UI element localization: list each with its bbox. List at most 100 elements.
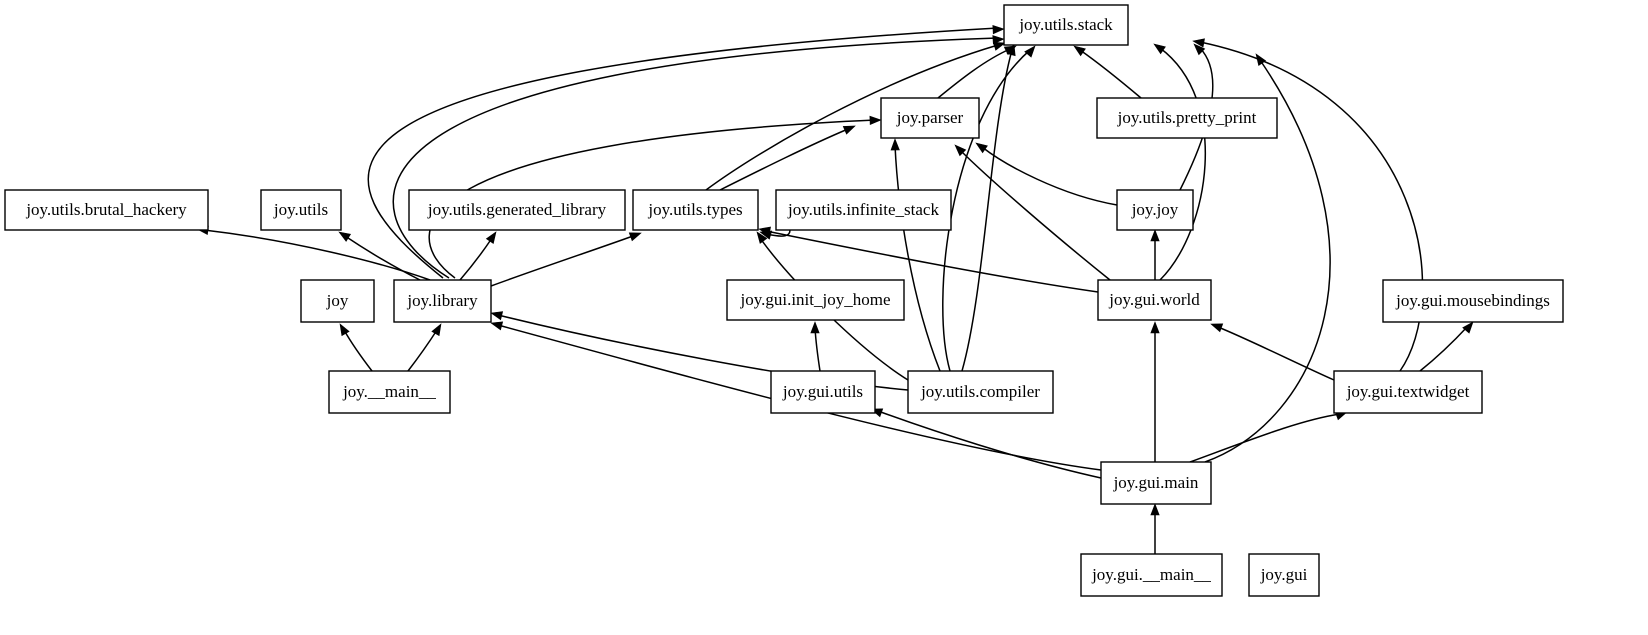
node-box[interactable]: [1080, 553, 1223, 597]
node-label: joy.gui.init_joy_home: [739, 290, 890, 309]
arrowhead-icon: [1150, 321, 1160, 334]
edge-line: [343, 329, 373, 372]
node-box[interactable]: [1333, 370, 1483, 414]
arrowhead-icon: [992, 35, 1005, 45]
node-box[interactable]: [1097, 279, 1212, 321]
node-label: joy.gui.world: [1108, 290, 1200, 309]
edge-textwidget-to-mousebind: [1419, 321, 1474, 372]
node-joy.__main__[interactable]: joy.__main__: [328, 370, 451, 414]
edge-guimain-to-world: [1150, 321, 1160, 463]
node-joy.utils.pretty_print[interactable]: joy.utils.pretty_print: [1096, 97, 1278, 139]
edge-world-to-types: [758, 226, 1099, 293]
node-joy.utils.infinite_stack[interactable]: joy.utils.infinite_stack: [775, 189, 952, 231]
edge-library-to-types: [490, 232, 642, 287]
node-label: joy.utils.compiler: [920, 382, 1040, 401]
edge-line: [719, 128, 849, 191]
node-box[interactable]: [770, 370, 876, 414]
node-box[interactable]: [1100, 461, 1212, 505]
node-label: joy.__main__: [342, 382, 436, 401]
edge-line: [959, 149, 1111, 281]
node-box[interactable]: [1096, 97, 1278, 139]
edge-compiler-to-stack-a: [942, 45, 1036, 372]
edge-line: [459, 237, 493, 281]
node-box[interactable]: [775, 189, 952, 231]
node-joy.utils.generated_library[interactable]: joy.utils.generated_library: [408, 189, 626, 231]
edge-line: [1159, 47, 1207, 281]
node-box[interactable]: [632, 189, 759, 231]
edge-main-to-library: [407, 323, 442, 372]
node-box[interactable]: [4, 189, 209, 231]
arrowhead-icon: [490, 311, 504, 321]
node-box[interactable]: [260, 189, 342, 231]
node-joy.gui.world[interactable]: joy.gui.world: [1097, 279, 1212, 321]
arrowhead-icon: [1192, 38, 1205, 48]
node-joy.utils.stack[interactable]: joy.utils.stack: [1003, 4, 1129, 46]
edge-world-to-stack: [1153, 43, 1207, 281]
node-label: joy.gui.utils: [782, 382, 863, 401]
node-label: joy.utils.infinite_stack: [787, 200, 939, 219]
node-joy.gui[interactable]: joy.gui: [1248, 553, 1320, 597]
edge-line: [961, 49, 1013, 372]
edge-world-to-parser: [954, 144, 1111, 281]
node-joy.gui.mousebindings[interactable]: joy.gui.mousebindings: [1382, 279, 1564, 323]
arrowhead-icon: [485, 231, 497, 244]
arrowhead-icon: [1255, 53, 1267, 66]
node-joy.utils.types[interactable]: joy.utils.types: [632, 189, 759, 231]
node-box[interactable]: [1003, 4, 1129, 46]
edge-compiler-to-stack-b: [961, 43, 1016, 372]
arrowhead-icon: [975, 142, 988, 154]
node-box[interactable]: [1116, 189, 1194, 231]
arrowhead-icon: [756, 231, 768, 244]
edge-types-to-parser: [719, 125, 856, 191]
node-joy[interactable]: joy: [300, 279, 375, 323]
edge-line: [877, 410, 1102, 479]
node-joy.gui.init_joy_home[interactable]: joy.gui.init_joy_home: [726, 279, 905, 321]
node-box[interactable]: [408, 189, 626, 231]
node-label: joy.gui.main: [1113, 473, 1199, 492]
edge-line: [490, 235, 634, 287]
node-box[interactable]: [393, 279, 492, 323]
arrowhead-icon: [869, 115, 882, 126]
edge-pretty-to-stack: [1073, 45, 1142, 99]
node-joy.joy[interactable]: joy.joy: [1116, 189, 1194, 231]
edge-joy.joy-to-parser: [975, 142, 1118, 206]
edge-guiutils-to-inithome: [810, 321, 821, 372]
node-joy.gui.main[interactable]: joy.gui.main: [1100, 461, 1212, 505]
arrowhead-icon: [992, 41, 1006, 51]
arrowhead-icon: [758, 226, 771, 236]
edge-types-to-stack: [705, 41, 1006, 191]
edge-line: [1204, 59, 1331, 463]
edge-line: [765, 230, 1099, 293]
node-joy.utils.brutal_hackery[interactable]: joy.utils.brutal_hackery: [4, 189, 209, 231]
node-box[interactable]: [1248, 553, 1320, 597]
node-box[interactable]: [1382, 279, 1564, 323]
node-joy.utils[interactable]: joy.utils: [260, 189, 342, 231]
edge-textwidget-to-world: [1210, 323, 1335, 381]
node-joy.gui.__main__[interactable]: joy.gui.__main__: [1080, 553, 1223, 597]
edge-main-to-joy: [339, 323, 373, 372]
node-box[interactable]: [328, 370, 451, 414]
node-label: joy.joy: [1131, 200, 1179, 219]
node-joy.library[interactable]: joy.library: [393, 279, 492, 323]
edge-world-to-joy.joy: [1150, 229, 1160, 281]
node-label: joy.utils.generated_library: [427, 200, 607, 219]
node-box[interactable]: [907, 370, 1054, 414]
edge-line: [1419, 325, 1469, 372]
node-joy.utils.compiler[interactable]: joy.utils.compiler: [907, 370, 1054, 414]
arrowhead-icon: [490, 321, 504, 331]
node-box[interactable]: [726, 279, 905, 321]
node-box[interactable]: [880, 97, 980, 139]
node-joy.gui.textwidget[interactable]: joy.gui.textwidget: [1333, 370, 1483, 414]
arrowhead-icon: [1073, 45, 1086, 57]
node-label: joy.utils.types: [647, 200, 742, 219]
node-box[interactable]: [300, 279, 375, 323]
node-label: joy.gui: [1260, 565, 1308, 584]
node-joy.parser[interactable]: joy.parser: [880, 97, 980, 139]
edge-compiler-to-parser: [890, 138, 941, 372]
arrowhead-icon: [339, 323, 350, 337]
node-label: joy.utils.stack: [1018, 15, 1113, 34]
arrowhead-icon: [842, 125, 856, 135]
node-joy.gui.utils[interactable]: joy.gui.utils: [770, 370, 876, 414]
edge-line: [428, 119, 876, 279]
arrowhead-icon: [1153, 43, 1166, 55]
